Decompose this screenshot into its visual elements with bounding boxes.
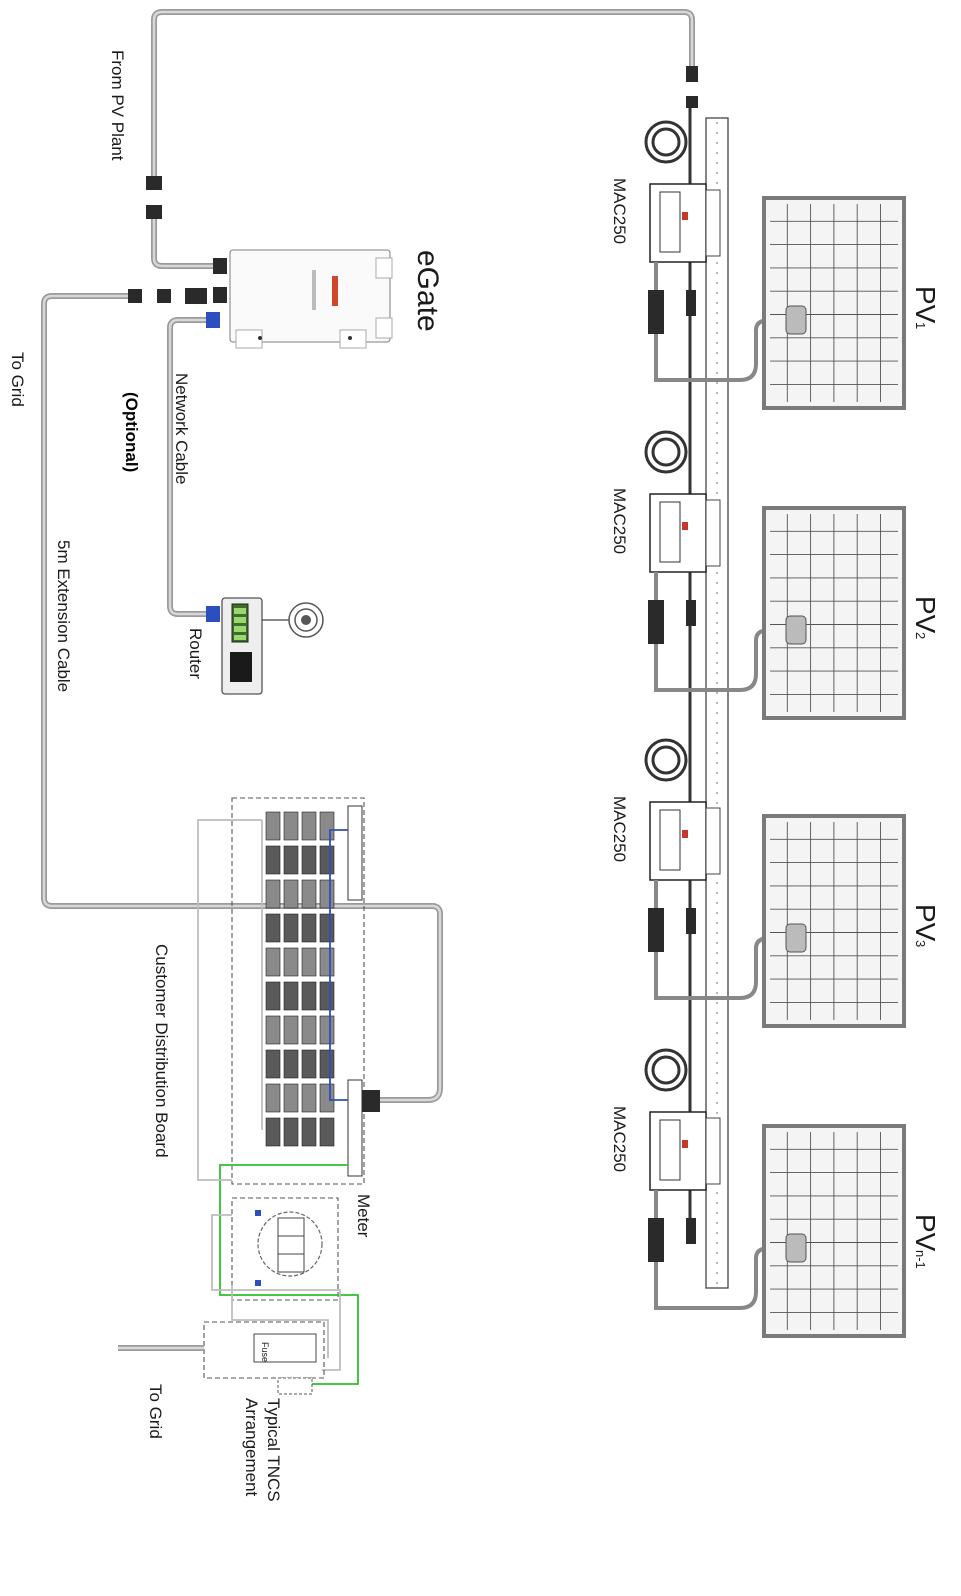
pv-label: PV [910, 596, 941, 634]
breaker [319, 1083, 335, 1113]
pv-panel: PV2 [762, 506, 941, 720]
breaker [265, 981, 281, 1011]
breaker [283, 879, 299, 909]
customer-board-label: Customer Distribution Board [152, 944, 171, 1158]
breaker [301, 981, 317, 1011]
from-pv-plant-label: From PV Plant [108, 50, 127, 161]
breaker [319, 981, 335, 1011]
junction-box-icon [785, 1233, 807, 1263]
inverter-label: MAC250 [610, 488, 629, 554]
mounting-rail [705, 117, 729, 1289]
breaker [265, 845, 281, 875]
pv-panel: PVn-1 [762, 1124, 941, 1338]
pv-subscript: n-1 [913, 1250, 928, 1269]
breaker [283, 1117, 299, 1147]
pv-subscript: 2 [913, 632, 928, 639]
router-antenna-icon [288, 602, 324, 638]
network-cable-label: Network Cable [172, 373, 191, 485]
breaker [283, 1083, 299, 1113]
breaker [319, 947, 335, 977]
breaker [283, 1049, 299, 1079]
breaker [265, 879, 281, 909]
junction-box-icon [785, 615, 807, 645]
breaker [283, 845, 299, 875]
cable-coil-icon [644, 738, 688, 782]
pv-plant-cable [151, 9, 695, 180]
breaker [301, 879, 317, 909]
breaker [283, 913, 299, 943]
breaker [265, 1117, 281, 1147]
breaker [319, 845, 335, 875]
breaker [301, 811, 317, 841]
breaker [265, 947, 281, 977]
breaker [283, 981, 299, 1011]
breaker [301, 913, 317, 943]
breaker [319, 811, 335, 841]
pv-to-egate-cable [151, 215, 222, 269]
neutral-wire [197, 819, 262, 1181]
cable-coil-icon [644, 120, 688, 164]
cable-coil-icon [644, 430, 688, 474]
inverter-label: MAC250 [610, 178, 629, 244]
breaker [301, 1049, 317, 1079]
cable-coil-icon [644, 1048, 688, 1092]
router-device [221, 597, 292, 695]
egate-label: eGate [411, 250, 444, 332]
tncs-label-line1: Typical TNCS [264, 1398, 283, 1502]
breaker [301, 1015, 317, 1045]
optional-label: (Optional) [122, 392, 141, 472]
pv-panel: PV1 [762, 196, 941, 410]
to-grid-label: To Grid [8, 352, 27, 407]
breaker [319, 1015, 335, 1045]
router-label: Router [186, 628, 205, 679]
breaker [283, 1015, 299, 1045]
pv-label: PV [910, 286, 941, 324]
breaker [265, 1083, 281, 1113]
breaker [265, 811, 281, 841]
breaker [265, 913, 281, 943]
breaker [301, 1117, 317, 1147]
distribution-board [231, 797, 380, 1185]
pv-label: PV [910, 904, 941, 942]
tncs-label-line2: Arrangement [242, 1398, 261, 1497]
tncs-arrangement [118, 1321, 325, 1395]
breaker [319, 879, 335, 909]
pv-subscript: 1 [913, 322, 928, 329]
breaker [301, 947, 317, 977]
pv-panel: PV3 [762, 814, 941, 1028]
breaker [283, 811, 299, 841]
breaker [319, 913, 335, 943]
to-grid-bottom-label: To Grid [146, 1384, 165, 1439]
pv-subscript: 3 [913, 940, 928, 947]
rj45-connector-icon [206, 606, 220, 622]
inverter-label: MAC250 [610, 1106, 629, 1172]
junction-box-icon [785, 923, 807, 953]
breaker [301, 845, 317, 875]
pv-label: PV [910, 1214, 941, 1252]
extension-cable-label: 5m Extension Cable [54, 540, 73, 692]
breaker [319, 1049, 335, 1079]
meter-label: Meter [354, 1194, 373, 1238]
egate-device [229, 249, 393, 349]
earth-wire [219, 1164, 359, 1385]
breaker [319, 1117, 335, 1147]
extension-cable [41, 293, 443, 1103]
junction-box-icon [785, 305, 807, 335]
breaker [265, 1015, 281, 1045]
breaker [301, 1083, 317, 1113]
rj45-connector-icon [206, 312, 220, 328]
breaker [283, 947, 299, 977]
breaker [265, 1049, 281, 1079]
meter [231, 1197, 339, 1301]
inverter-label: MAC250 [610, 796, 629, 862]
cable-connectors [128, 66, 698, 304]
fuse-label: Fuse [260, 1342, 270, 1362]
